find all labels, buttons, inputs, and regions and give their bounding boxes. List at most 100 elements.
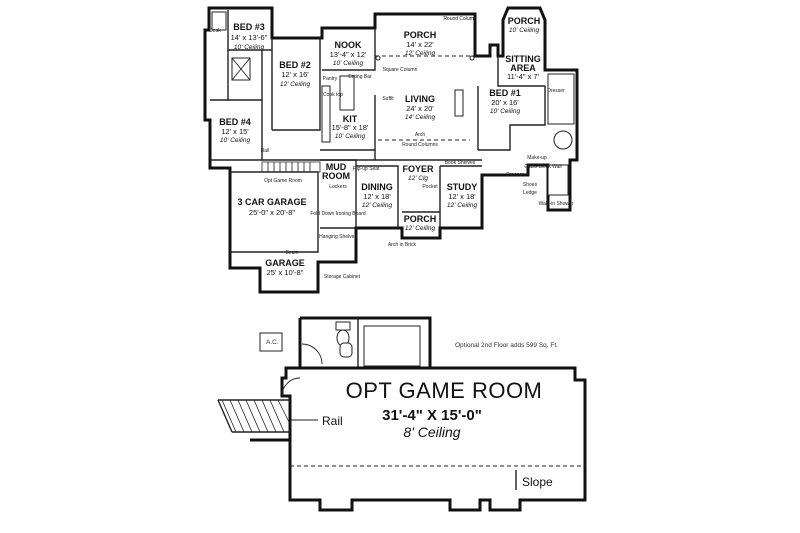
arch-in-brick-note: Arch in Brick [388,242,417,248]
nook-name: NOOK [335,40,363,50]
upper-stairs [217,399,291,433]
upper-bath-door [301,343,323,365]
nook-walls [322,28,376,71]
eating-bar-note: Eating Bar [348,74,372,80]
exterior-wall [203,6,579,294]
dresser-note: Dresser [547,88,565,94]
shoes-note: Shoes [523,182,538,188]
bed3-closet [211,11,227,31]
game-room-ceiling: 8' Ceiling [403,424,460,440]
kit-dim: 15'-8" x 18' [332,123,369,132]
bed3-dim: 14' x 13'-6" [231,33,268,42]
toilet-tank [335,321,351,331]
game-room-name: OPT GAME ROOM [346,378,543,403]
study-name: STUDY [447,182,478,192]
pocket-note: Pocket [422,184,438,190]
kit-name: KIT [343,114,358,124]
beam-note: Beam [285,250,298,256]
main-floor-plan: BED #3 14' x 13'-6" 10' Ceiling Desk BED… [203,6,579,294]
garage3-walls [230,171,319,253]
makeup-note: Make-up [527,155,547,161]
porch-front-ceiling: 12' Ceiling [405,225,436,232]
desk-note: Desk [209,28,221,34]
dining-dim: 12' x 18' [363,192,391,201]
hanging-shelves-note: Hanging Shelves [319,234,357,240]
porch-right-name: PORCH [508,16,541,26]
master-tub [553,130,573,150]
garage-name: GARAGE [265,258,305,268]
suffit-note: Suffit [382,96,394,102]
bed1-walls [477,86,546,151]
sitting-dim: 11'-4" x 7' [507,72,540,81]
rail-note: Rail [261,148,270,154]
dining-walls [356,165,399,228]
study-walls [439,165,482,228]
bed4-name: BED #4 [219,117,251,127]
bed2-ceiling: 12' Ceiling [280,81,311,88]
living-ceiling: 14' Ceiling [405,114,436,121]
bath-tub-mark [231,57,251,81]
bath-walls [227,50,263,101]
book-shelves-note: Book Shelves [445,160,476,166]
ironing-note: Fold Down Ironing Board [310,211,366,217]
porch-front-name: PORCH [404,214,437,224]
dresser-note-2: Dresser [506,172,524,178]
hall-wall [262,150,482,161]
bed3-name: BED #3 [233,22,265,32]
bed1-name: BED #1 [489,88,521,98]
sitting-line1: SITTING [505,54,541,64]
bed4-ceiling: 10' Ceiling [220,137,251,144]
round-column-note: Round Column [443,16,477,22]
sink [339,342,353,358]
flip-up-seat-note: Flip-up Seat [353,166,381,172]
living-name: LIVING [405,94,435,104]
fireplace [454,89,464,117]
mud-walls [320,159,357,229]
nook-dim: 13'-4" x 12' [330,50,367,59]
mud-line2: ROOM [322,171,350,181]
game-room-door [281,377,301,397]
bed4-dim: 12' x 15' [221,127,249,136]
master-closet [547,73,575,125]
ac-label: A.C. [266,339,279,346]
foyer-name: FOYER [402,164,434,174]
game-room-dim: 31'-4" X 15'-0" [382,407,482,424]
kitchen-island [339,75,355,111]
porch-top-dim: 14' x 22' [406,40,434,49]
bed3-ceiling: 10' Ceiling [234,44,265,51]
garage-dim: 25' x 10'-8" [267,268,304,277]
dining-name: DINING [361,182,393,192]
kit-ceiling: 10' Ceiling [335,133,366,140]
garage3-dim: 25'-0" x 20'-8" [249,208,295,217]
walkin-shower-note: Walk-in Shower [539,201,574,207]
round-column [469,55,475,61]
bed2-right-wall [272,38,321,131]
storage-cabinet-note: Storage Cabinet [324,274,361,280]
bed1-ceiling: 10' Ceiling [490,108,521,115]
slope-label: Slope [522,475,553,489]
upper-bath-walls [298,316,432,368]
upper-rail-label: Rail [322,414,343,428]
square-column-note: Square Column [383,67,418,73]
kitchen-counter [321,85,331,143]
dining-ceiling: 12' Ceiling [362,202,393,209]
upper-closet [363,325,421,367]
bed1-dim: 20' x 16' [491,98,519,107]
cooktop-note: Cook top [323,92,343,98]
optional-note: Optional 2nd Floor adds 599 Sq. Ft. [455,342,558,349]
living-dim: 24' x 20' [406,104,434,113]
porch-right-ceiling: 10' Ceiling [509,27,540,34]
ac-unit [259,332,283,352]
arch-note: Arch [415,132,426,138]
pantry-note: Pantry [323,76,338,82]
sitting-walls [497,56,545,87]
round-column [375,55,381,61]
study-dim: 12' x 18' [448,192,476,201]
sitting-line2: AREA [510,63,536,73]
porch-top-name: PORCH [404,30,437,40]
main-stairs [261,161,321,173]
ledge-note: Ledge [523,190,537,196]
opt-game-room-note: Opt Game Room [264,178,302,184]
bed2-name: BED #2 [279,60,311,70]
